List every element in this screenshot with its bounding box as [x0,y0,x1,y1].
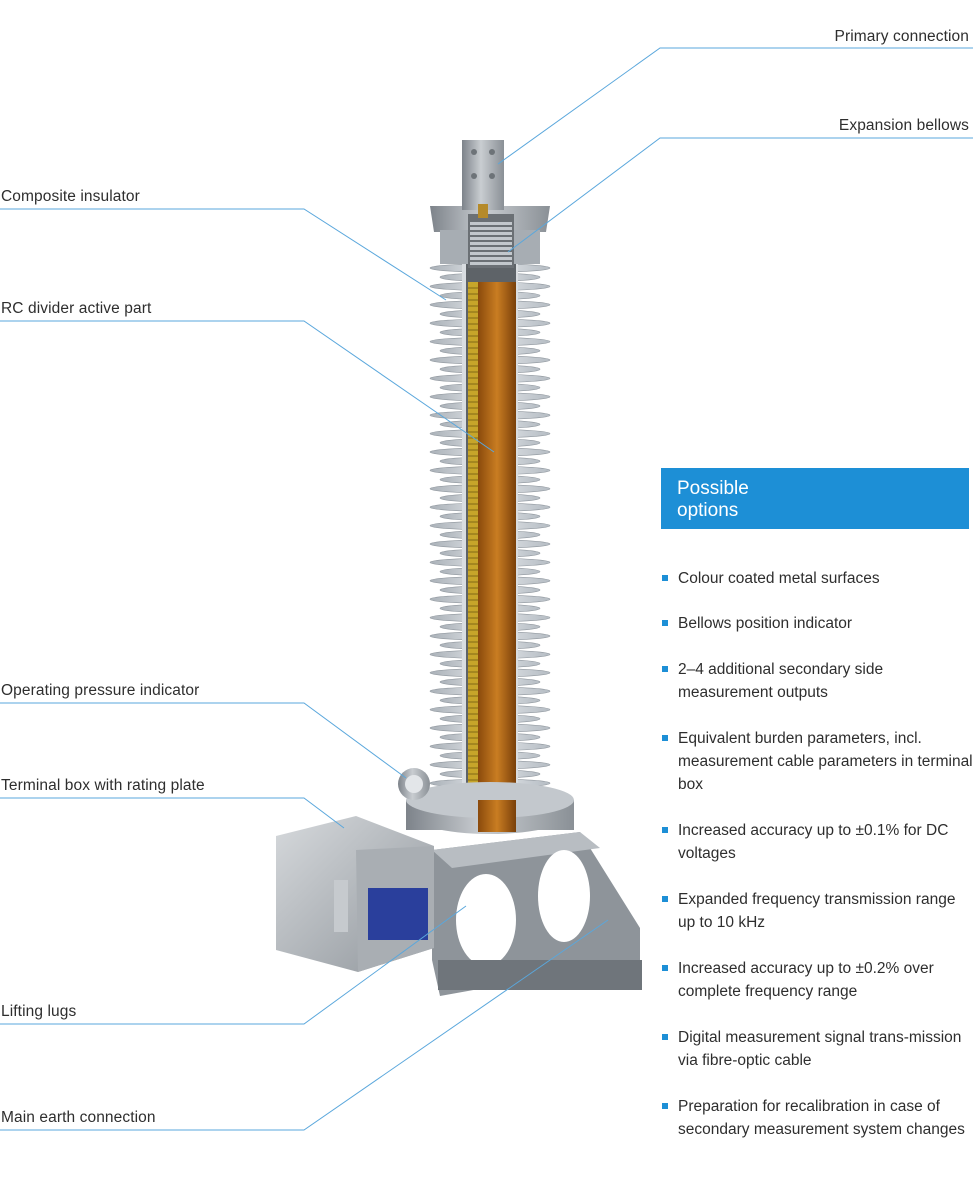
bullet-icon [662,896,668,902]
leader-primary-connection [497,47,973,165]
pressure-indicator-face [405,775,423,793]
rating-plate [368,888,428,940]
option-item: Equivalent burden parameters, incl. meas… [661,727,973,796]
base-foot [438,960,642,990]
bellows-ring [470,262,512,265]
options-title: Possible options [677,478,749,521]
bellows-ring [470,237,512,240]
base-window [456,874,516,966]
bullet-icon [662,1103,668,1109]
bullet-icon [662,620,668,626]
callout-composite-insulator: Composite insulator [1,188,140,205]
callout-rc-divider-active-part: RC divider active part [1,300,152,317]
callout-main-earth-connection: Main earth connection [1,1109,156,1126]
bellows-ring [470,232,512,235]
base-window [538,850,590,942]
primary-connection-terminal [462,140,504,210]
options-header: Possible options [661,468,969,529]
callout-primary-connection: Primary connection [834,28,969,45]
option-text: 2–4 additional secondary side measuremen… [678,661,884,701]
leader-expansion-bellows [507,137,973,253]
option-item: Preparation for recalibration in case of… [661,1095,973,1141]
option-text: Digital measurement signal trans-mission… [678,1029,962,1069]
callout-terminal-box: Terminal box with rating plate [1,777,205,794]
bullet-icon [662,666,668,672]
leader-pressure-indicator [0,702,407,779]
leader-rc-divider [0,320,495,453]
option-text: Increased accuracy up to ±0.1% for DC vo… [678,822,949,862]
option-text: Equivalent burden parameters, incl. meas… [678,730,973,793]
rc-divider-strip [468,282,478,828]
terminal-box-label [334,880,348,932]
bullet-icon [662,965,668,971]
bellows-ring [470,252,512,255]
bullet-icon [662,735,668,741]
leader-terminal-box [0,797,345,829]
option-text: Preparation for recalibration in case of… [678,1098,965,1138]
terminal-stem [478,204,488,218]
bellows-ring [470,242,512,245]
callout-operating-pressure-indicator: Operating pressure indicator [1,682,200,699]
bellows-ring [470,257,512,260]
rc-divider-core [478,282,516,828]
bottom-core-base [478,800,516,832]
option-item: Increased accuracy up to ±0.1% for DC vo… [661,819,973,865]
bullet-icon [662,1034,668,1040]
leader-composite-insulator [0,208,447,301]
bellows-ring [470,227,512,230]
base-stand-top [432,832,600,868]
option-item: Increased accuracy up to ±0.2% over comp… [661,957,973,1003]
option-item: Expanded frequency transmission range up… [661,888,973,934]
leader-main-earth [0,919,609,1131]
option-item: Bellows position indicator [661,612,973,635]
callout-expansion-bellows: Expansion bellows [838,117,969,134]
option-item: 2–4 additional secondary side measuremen… [661,658,973,704]
option-text: Expanded frequency transmission range up… [678,891,956,931]
leader-lifting-lugs [0,905,467,1025]
option-text: Colour coated metal surfaces [678,570,880,587]
option-text: Increased accuracy up to ±0.2% over comp… [678,960,934,1000]
terminal-hole [471,173,477,179]
callout-lifting-lugs: Lifting lugs [1,1003,77,1020]
rc-divider-ticks [468,287,478,823]
option-item: Digital measurement signal trans-mission… [661,1026,973,1072]
bullet-icon [662,827,668,833]
bullet-icon [662,575,668,581]
option-text: Bellows position indicator [678,615,853,632]
option-item: Colour coated metal surfaces [661,567,973,590]
terminal-hole [489,173,495,179]
terminal-hole [471,149,477,155]
expansion-bellows-rings [470,222,512,265]
bellows-ring [470,222,512,225]
bellows-ring [470,247,512,250]
terminal-hole [489,149,495,155]
